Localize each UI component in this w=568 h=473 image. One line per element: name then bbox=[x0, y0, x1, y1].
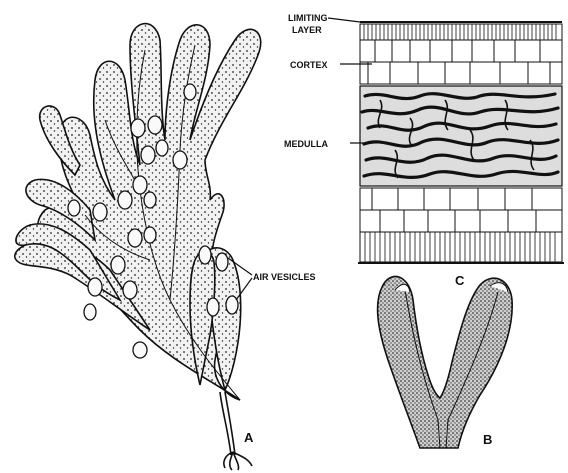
label-cortex: CORTEX bbox=[290, 60, 328, 70]
label-air-vesicles: AIR VESICLES bbox=[253, 272, 316, 282]
thallus-tip-b bbox=[378, 276, 513, 448]
label-panel-b: B bbox=[483, 432, 492, 447]
label-panel-a: A bbox=[244, 430, 254, 445]
label-limiting-line2: LAYER bbox=[292, 25, 322, 35]
section-c bbox=[328, 18, 564, 263]
label-medulla: MEDULLA bbox=[284, 139, 328, 149]
label-limiting-line1: LIMITING bbox=[288, 13, 328, 23]
label-panel-c: C bbox=[455, 273, 465, 288]
